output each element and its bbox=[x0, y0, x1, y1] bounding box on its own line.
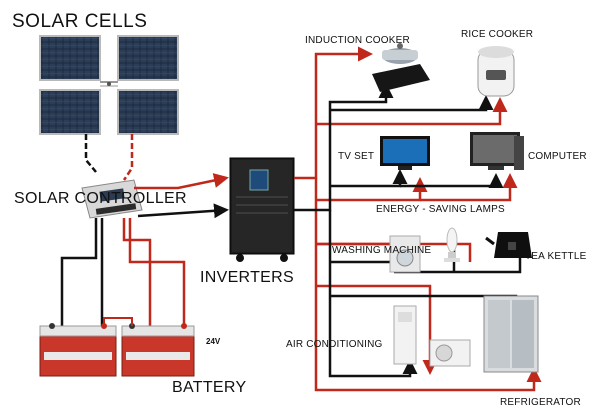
label-solar-controller: SOLAR CONTROLLER bbox=[14, 190, 187, 207]
solar-controller bbox=[81, 179, 143, 219]
label-washing-machine: WASHING MACHINE bbox=[332, 245, 432, 256]
induction-cooker bbox=[372, 43, 430, 92]
label-energy-saving-lamps: ENERGY - SAVING LAMPS bbox=[376, 204, 505, 215]
solar-panels bbox=[39, 35, 179, 135]
tea-kettle bbox=[485, 232, 532, 258]
label-tv-set: TV SET bbox=[338, 151, 375, 162]
label-air-conditioning: AIR CONDITIONING bbox=[286, 339, 383, 350]
battery-left bbox=[39, 323, 117, 377]
label-solar-cells: SOLAR CELLS bbox=[12, 11, 148, 32]
air-conditioner-indoor bbox=[393, 305, 417, 365]
air-conditioner-outdoor bbox=[429, 339, 471, 367]
wires-controller-to-inverter bbox=[134, 173, 229, 219]
label-refrigerator: REFRIGERATOR bbox=[500, 397, 581, 408]
wires-panels-to-controller bbox=[84, 134, 134, 181]
solar-panel-bottom-left bbox=[39, 89, 101, 135]
solar-panel-bottom-right bbox=[117, 89, 179, 135]
label-rice-cooker: RICE COOKER bbox=[461, 29, 534, 40]
label-battery-voltage: 24V bbox=[206, 337, 221, 346]
inverter bbox=[229, 157, 295, 262]
solar-panel-top-left bbox=[39, 35, 101, 81]
label-inverters: INVERTERS bbox=[200, 269, 294, 286]
refrigerator bbox=[483, 295, 539, 373]
solar-panel-top-right bbox=[117, 35, 179, 81]
computer bbox=[470, 132, 524, 170]
label-battery: BATTERY bbox=[172, 379, 247, 396]
label-tea-kettle: TEA KETTLE bbox=[525, 251, 587, 262]
label-computer: COMPUTER bbox=[528, 151, 587, 162]
energy-saving-lamps bbox=[444, 227, 460, 262]
tv-set bbox=[380, 136, 430, 170]
wires-controller-to-battery bbox=[60, 218, 186, 326]
rice-cooker bbox=[477, 46, 515, 97]
label-induction-cooker: INDUCTION COOKER bbox=[305, 35, 410, 46]
washing-machine bbox=[389, 235, 421, 273]
battery-right bbox=[121, 323, 195, 377]
batteries bbox=[39, 317, 195, 377]
